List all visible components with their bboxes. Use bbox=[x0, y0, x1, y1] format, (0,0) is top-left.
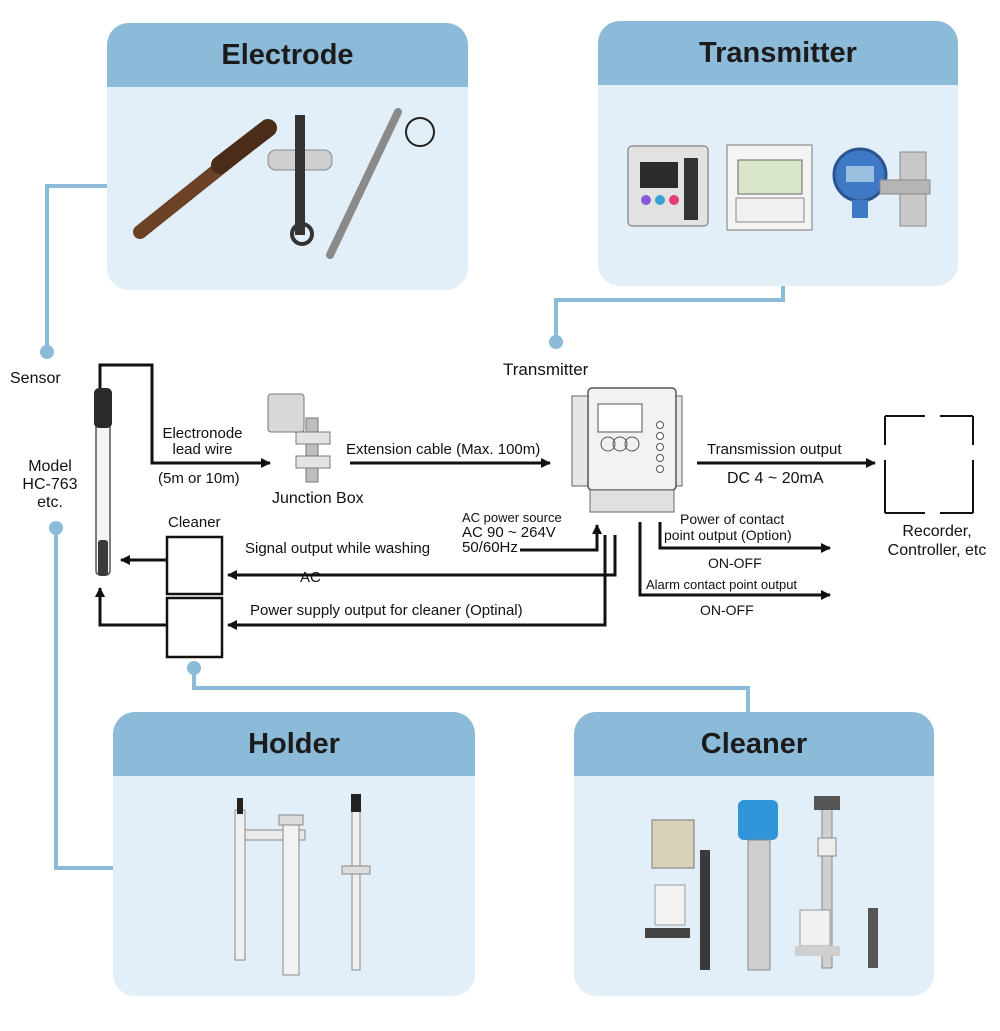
power-supply-arrow bbox=[227, 535, 607, 630]
power-contact-arrow bbox=[658, 522, 831, 553]
extension-cable-label: Extension cable (Max. 100m) bbox=[346, 441, 541, 458]
sensor-probe bbox=[94, 388, 112, 576]
lead-wire-arrow bbox=[98, 363, 271, 468]
ac-label: AC bbox=[300, 569, 321, 586]
cleaner-to-sensor-arrow bbox=[95, 587, 167, 627]
electrode-probe-3 bbox=[326, 108, 435, 259]
holder-card-title: Holder bbox=[113, 712, 475, 776]
recorder-line-1: Recorder, bbox=[902, 523, 972, 540]
junction-box-label: Junction Box bbox=[272, 490, 364, 507]
ac-power-line-2: AC 90 ~ 264V bbox=[462, 524, 556, 541]
sensor-dot bbox=[40, 345, 54, 359]
cleaner-connector bbox=[192, 668, 750, 712]
electrode-probe-1 bbox=[133, 119, 277, 239]
transmitter-unit-3 bbox=[832, 147, 931, 227]
lead-wire-label: Electronode lead wire bbox=[155, 426, 250, 458]
recorder-label: Recorder, Controller, etc bbox=[877, 522, 997, 560]
transmitter-unit-1 bbox=[627, 145, 709, 227]
electrode-connector bbox=[45, 184, 107, 352]
transmitter-device bbox=[571, 387, 683, 513]
ac-power-line-3: 50/60Hz bbox=[462, 539, 518, 556]
holder-unit-1 bbox=[234, 798, 306, 961]
electrode-card: Electrode bbox=[107, 23, 468, 290]
holder-images bbox=[234, 794, 371, 976]
holder-unit-2 bbox=[278, 814, 304, 976]
holder-card: Holder bbox=[113, 712, 475, 996]
transmitter-connector bbox=[554, 286, 785, 342]
electrode-probe-2 bbox=[267, 115, 333, 246]
recorder-box bbox=[884, 415, 974, 514]
cleaner-images bbox=[645, 796, 878, 971]
transmitter-card: Transmitter bbox=[598, 21, 958, 286]
transmitter-dot bbox=[549, 335, 563, 349]
transmitter-images bbox=[627, 144, 931, 231]
dc-range-label: DC 4 ~ 20mA bbox=[727, 470, 824, 487]
power-supply-label: Power supply output for cleaner (Optinal… bbox=[250, 602, 523, 619]
transmission-output-label: Transmission output bbox=[707, 441, 842, 458]
model-line-1: Model bbox=[28, 458, 72, 475]
ac-power-arrow bbox=[520, 524, 602, 552]
cleaner-label: Cleaner bbox=[168, 514, 221, 531]
transmitter-unit-2 bbox=[726, 144, 813, 231]
junction-box-device bbox=[267, 393, 331, 483]
holder-unit-3 bbox=[341, 794, 371, 971]
sensor-label: Sensor bbox=[10, 370, 61, 387]
ac-arrow bbox=[227, 535, 617, 580]
cleaner-card: Cleaner bbox=[574, 712, 934, 996]
on-off-2-label: ON-OFF bbox=[700, 602, 754, 618]
model-line-2: HC-763 bbox=[22, 476, 78, 493]
cleaner-box-bottom bbox=[165, 596, 224, 659]
alarm-contact-arrow bbox=[638, 522, 831, 600]
lead-wire-line-1: Electronode bbox=[162, 425, 243, 442]
holder-connector bbox=[54, 528, 113, 870]
power-contact-line-1: Power of contact bbox=[680, 511, 785, 527]
card-connectors bbox=[45, 184, 785, 870]
connector-dots bbox=[40, 335, 563, 675]
electrode-card-title: Electrode bbox=[107, 23, 468, 87]
lead-wire-line-2: lead wire bbox=[172, 441, 233, 458]
ac-power-label: AC power source AC 90 ~ 264V 50/60Hz bbox=[462, 510, 562, 555]
cleaner-unit-1 bbox=[645, 819, 710, 970]
ac-power-line-1: AC power source bbox=[462, 510, 562, 525]
cleaner-unit-2 bbox=[738, 800, 778, 971]
cleaner-box-top bbox=[165, 535, 224, 596]
transmitter-label: Transmitter bbox=[503, 360, 589, 379]
model-label: Model HC-763 etc. bbox=[20, 458, 80, 512]
lead-length-label: (5m or 10m) bbox=[158, 470, 240, 487]
signal-washing-label: Signal output while washing bbox=[245, 540, 431, 557]
alarm-contact-label: Alarm contact point output bbox=[646, 577, 798, 592]
cleaner-card-title: Cleaner bbox=[574, 712, 934, 776]
model-line-3: etc. bbox=[37, 494, 63, 511]
recorder-line-2: Controller, etc bbox=[887, 542, 987, 559]
electrode-images bbox=[133, 108, 435, 259]
transmitter-card-title: Transmitter bbox=[598, 21, 958, 85]
power-contact-label: Power of contact point output (Option) bbox=[664, 511, 792, 543]
cleaner-unit-3 bbox=[795, 796, 878, 969]
cleaner-dot bbox=[187, 661, 201, 675]
on-off-1-label: ON-OFF bbox=[708, 555, 762, 571]
model-dot bbox=[49, 521, 63, 535]
power-contact-line-2: point output (Option) bbox=[664, 527, 792, 543]
